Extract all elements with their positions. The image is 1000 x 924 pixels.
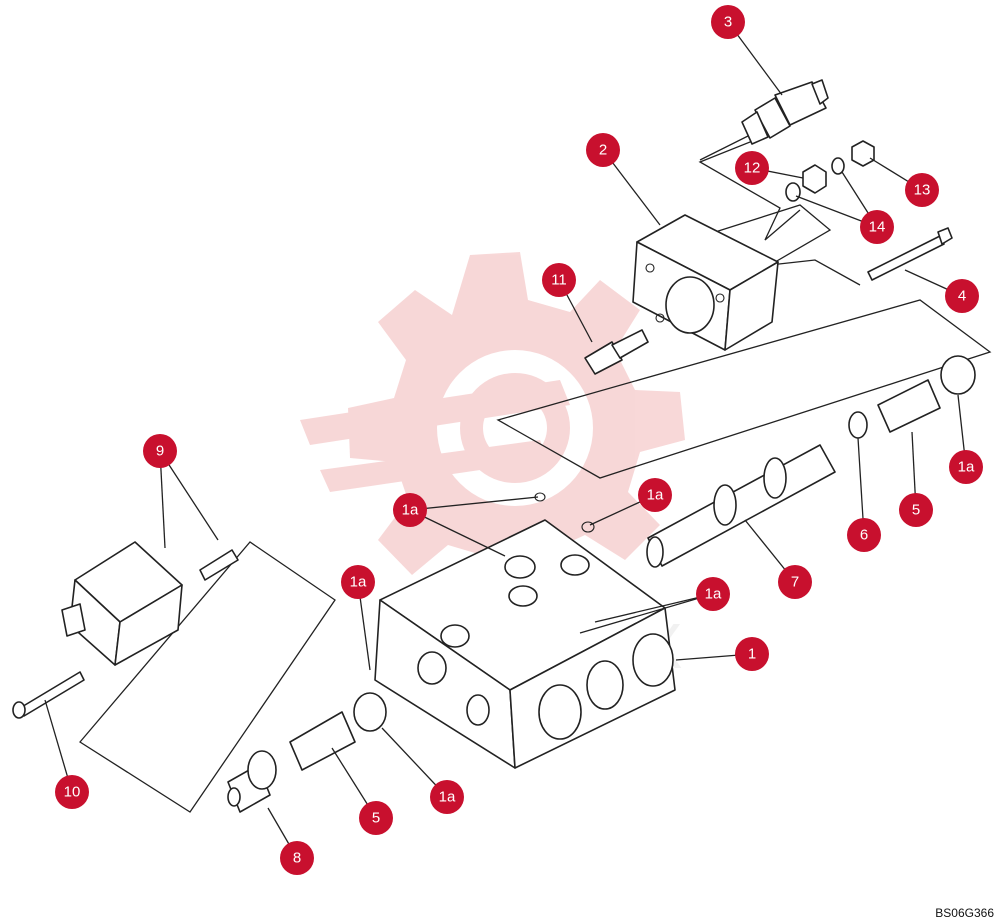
- fitting-part-11: [584, 329, 649, 375]
- callout-4: 4: [945, 279, 979, 313]
- callout-11: 11: [542, 263, 576, 297]
- svg-text:1a: 1a: [439, 789, 456, 806]
- callout-5-right: 5: [899, 493, 933, 527]
- svg-text:11: 11: [551, 272, 567, 289]
- svg-text:5: 5: [372, 810, 380, 827]
- callout-5-left: 5: [359, 801, 393, 835]
- callout-13: 13: [905, 173, 939, 207]
- bolt-part-10: [12, 671, 85, 719]
- callout-14: 14: [860, 210, 894, 244]
- callout-12: 12: [735, 151, 769, 185]
- callout-10: 10: [55, 775, 89, 809]
- plug-part-8: [227, 750, 277, 813]
- svg-text:2: 2: [599, 142, 607, 159]
- washer-part-6: [848, 411, 868, 439]
- callout-1: 1: [735, 637, 769, 671]
- drawing-code: BS06G366: [935, 906, 994, 920]
- svg-text:10: 10: [64, 784, 81, 801]
- svg-text:1a: 1a: [647, 487, 664, 504]
- solenoid-part-9: [61, 541, 239, 666]
- svg-text:1a: 1a: [402, 502, 419, 519]
- svg-text:5: 5: [912, 502, 920, 519]
- callout-3: 3: [711, 5, 745, 39]
- svg-text:9: 9: [156, 443, 164, 460]
- svg-text:7: 7: [791, 574, 799, 591]
- svg-text:1: 1: [748, 646, 756, 663]
- callout-1a-right: 1a: [949, 450, 983, 484]
- svg-text:3: 3: [724, 14, 732, 31]
- callout-1a-top-left: 1a: [393, 493, 427, 527]
- svg-text:8: 8: [293, 850, 301, 867]
- callout-8: 8: [280, 841, 314, 875]
- svg-text:6: 6: [860, 527, 868, 544]
- solenoid-block-part-2: [632, 214, 779, 351]
- nut-part-12: [802, 164, 827, 194]
- bolt-part-4: [867, 227, 953, 281]
- callout-2: 2: [586, 133, 620, 167]
- oring-part-1a: [353, 355, 976, 732]
- svg-text:4: 4: [958, 288, 966, 305]
- svg-text:14: 14: [869, 219, 886, 236]
- spring-part-5-left: [289, 711, 356, 771]
- valve-body-part-1: [374, 519, 676, 769]
- svg-text:13: 13: [914, 182, 931, 199]
- callout-7: 7: [778, 565, 812, 599]
- callout-1a-left: 1a: [341, 565, 375, 599]
- spool-part-7: [646, 444, 836, 568]
- callout-9: 9: [143, 434, 177, 468]
- nut-part-13: [851, 140, 875, 167]
- svg-text:1a: 1a: [705, 586, 722, 603]
- callout-1a-bottom: 1a: [430, 780, 464, 814]
- svg-text:1a: 1a: [350, 574, 367, 591]
- callout-6: 6: [847, 518, 881, 552]
- svg-text:1a: 1a: [958, 459, 975, 476]
- spring-part-5-right: [877, 379, 941, 433]
- callout-1a-top-right: 1a: [638, 478, 672, 512]
- sensor-part-3: [741, 79, 829, 145]
- callout-1a-mid: 1a: [696, 577, 730, 611]
- svg-text:12: 12: [744, 160, 761, 177]
